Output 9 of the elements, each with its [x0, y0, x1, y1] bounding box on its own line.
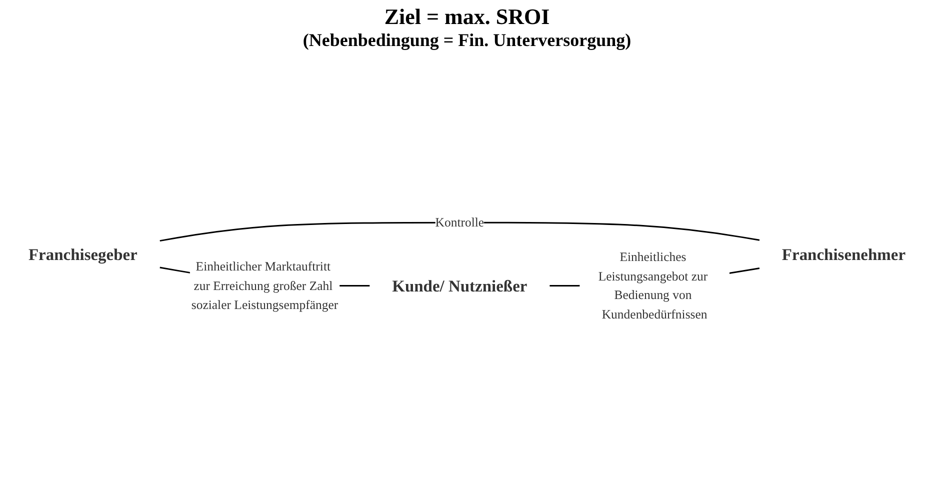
node-text: Franchisenehmer [782, 244, 906, 264]
edge-label: Einheitlicher Marktauftritt zur Erreichung großer Zahl sozialer Leistungsempfänger [191, 259, 338, 312]
edge-label: Kontrolle [435, 215, 484, 230]
edge-label: Einheitliches Leistungsangebot zur Bedienung von Kundenbedürfnissen [598, 250, 708, 322]
node-text: Kunde/ Nutznießer [392, 276, 528, 296]
goal-note: Ziel = max. SROI [383, 4, 551, 30]
node-text: Franchisegeber [28, 244, 138, 264]
connector [160, 222, 760, 242]
goal-note: (Nebenbedingung = Fin. Unterversorgung) [302, 30, 632, 51]
